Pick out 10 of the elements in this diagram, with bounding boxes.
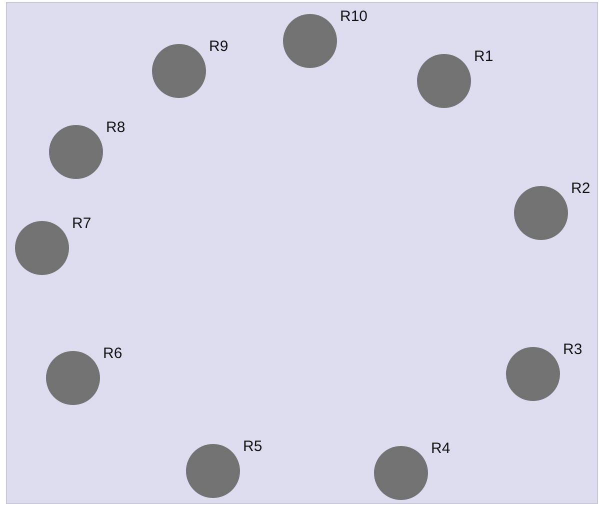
node-label: R9 (209, 38, 228, 55)
node-label: R8 (106, 119, 126, 136)
node-label: R10 (340, 8, 368, 25)
node-label: R3 (563, 341, 582, 358)
node-label: R2 (571, 180, 590, 197)
node-label: R7 (72, 215, 92, 232)
node-label: R5 (243, 438, 262, 455)
node-label: R4 (431, 440, 450, 457)
node-label: R1 (474, 48, 494, 65)
node-label: R6 (103, 345, 122, 362)
